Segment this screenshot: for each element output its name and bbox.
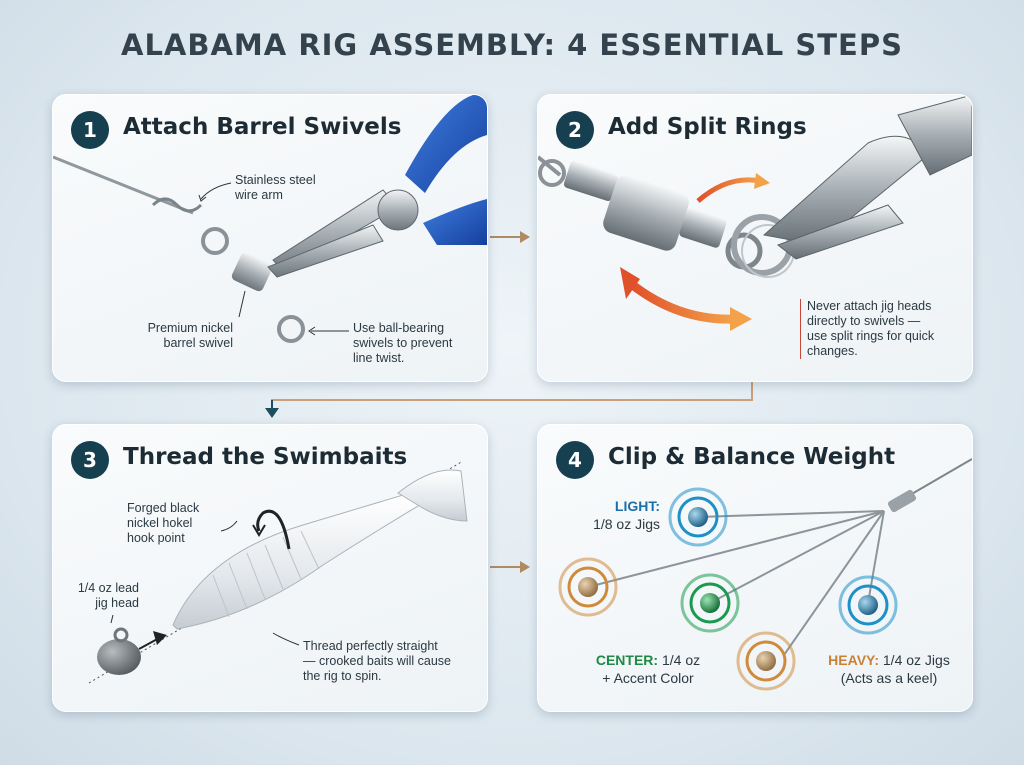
swivel-pliers-illustration xyxy=(53,95,487,343)
flow-arrow-1-to-2 xyxy=(490,231,530,243)
note-line: Stainless steel xyxy=(235,173,316,187)
note-line: line twist. xyxy=(353,351,405,365)
heavy-weight-label: HEAVY: 1/4 oz Jigs (Acts as a keel) xyxy=(814,651,964,687)
note-line: Use ball-bearing xyxy=(353,321,445,335)
note-line: barrel swivel xyxy=(163,336,233,350)
split-ring-tip: Never attach jig heads directly to swive… xyxy=(800,299,934,359)
step-number-badge: 2 xyxy=(556,111,594,149)
jig-head-label: 1/4 oz lead jig head xyxy=(57,581,139,611)
flow-arrow-3-to-4 xyxy=(490,561,530,573)
thread-straight-tip: Thread perfectly straight — crooked bait… xyxy=(303,639,451,684)
center-extra: + Accent Color xyxy=(602,670,694,686)
note-line: use split rings for quick xyxy=(807,329,935,343)
note-line: Forged black xyxy=(127,501,200,515)
note-line: changes. xyxy=(807,344,858,358)
step-title: Attach Barrel Swivels xyxy=(123,114,402,140)
center-weight-label: CENTER: 1/4 oz + Accent Color xyxy=(578,651,718,687)
swimbait-illustration xyxy=(88,460,468,684)
heavy-value: 1/4 oz Jigs xyxy=(882,652,950,668)
note-line: Never attach jig heads xyxy=(807,299,932,313)
note-line: the rig to spin. xyxy=(303,669,382,683)
note-line: — crooked baits will cause xyxy=(303,654,451,668)
step-title: Add Split Rings xyxy=(608,114,807,140)
split-ring-illustration xyxy=(538,95,972,331)
note-line: wire arm xyxy=(235,188,283,202)
note-line: swivels to prevent xyxy=(353,336,453,350)
step-title: Thread the Swimbaits xyxy=(123,444,408,470)
step-2-panel: 2 Add Split Rings Never attach jig heads… xyxy=(537,94,973,382)
note-line: 1/4 oz lead xyxy=(77,581,139,595)
light-weight-label: LIGHT: 1/8 oz Jigs xyxy=(578,497,660,533)
light-key: LIGHT: xyxy=(614,498,660,514)
note-line: hook point xyxy=(127,531,185,545)
note-line: jig head xyxy=(95,596,139,610)
step-3-panel: 3 Thread the Swimbaits Forged black nick… xyxy=(52,424,488,712)
step-number-badge: 4 xyxy=(556,441,594,479)
note-line: directly to swivels — xyxy=(807,314,921,328)
step-number-badge: 1 xyxy=(71,111,109,149)
heavy-extra: (Acts as a keel) xyxy=(840,670,938,686)
ball-bearing-tip: Use ball-bearing swivels to prevent line… xyxy=(353,321,452,366)
light-value: 1/8 oz Jigs xyxy=(593,516,660,532)
step-number-badge: 3 xyxy=(71,441,109,479)
note-line: nickel hokel xyxy=(127,516,193,530)
center-value: 1/4 oz xyxy=(661,652,701,668)
flow-arrow-2-to-3 xyxy=(265,382,753,418)
page-title: ALABAMA RIG ASSEMBLY: 4 ESSENTIAL STEPS xyxy=(121,28,903,62)
note-line: Thread perfectly straight xyxy=(303,639,438,653)
hook-point-label: Forged black nickel hokel hook point xyxy=(127,501,199,546)
step-4-panel: 4 Clip & Balance Weight LIGHT: 1/8 oz Ji… xyxy=(537,424,973,712)
center-key: CENTER: xyxy=(595,652,659,668)
step-title: Clip & Balance Weight xyxy=(608,444,896,470)
barrel-swivel-label: Premium nickel barrel swivel xyxy=(131,321,233,351)
step-1-panel: 1 Attach Barrel Swivels Stainless steel … xyxy=(52,94,488,382)
note-line: Premium nickel xyxy=(147,321,233,335)
weight-balance-illustration xyxy=(558,458,972,691)
heavy-key: HEAVY: xyxy=(828,652,879,668)
wire-arm-label: Stainless steel wire arm xyxy=(235,173,316,203)
